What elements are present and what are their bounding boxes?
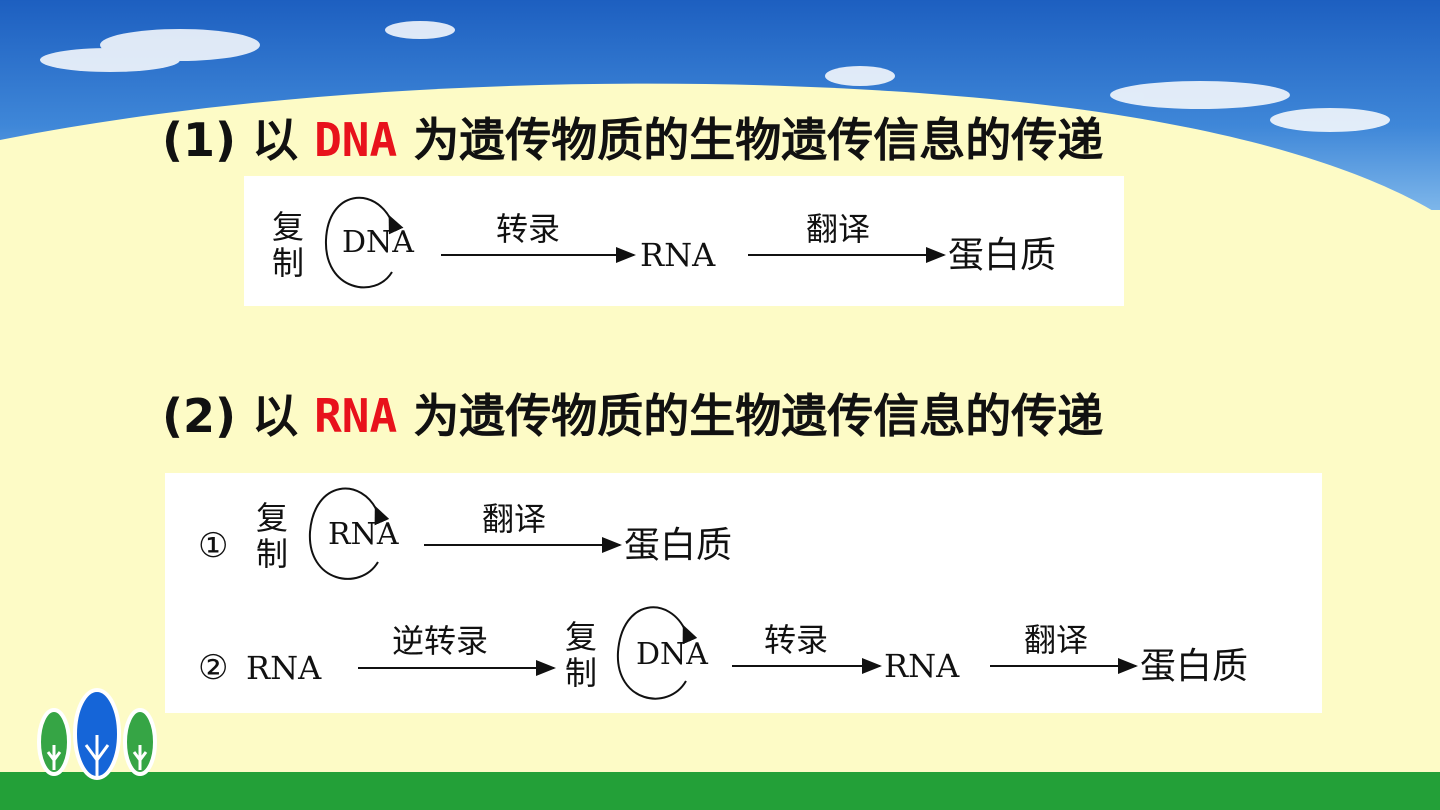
- step-translation-label: 翻译: [806, 210, 870, 248]
- heading-suffix: 为遗传物质的生物遗传信息的传递: [397, 113, 1104, 167]
- replication-label-top: 复: [272, 208, 304, 246]
- heading-dna-transfer: (1) 以 DNA 为遗传物质的生物遗传信息的传递: [162, 104, 1103, 170]
- node-rna: RNA: [884, 647, 960, 685]
- diagram1: 复 制 DNA 转录 RNA 翻译 蛋白质: [272, 196, 1056, 289]
- replication-loop-arrow: [616, 606, 698, 700]
- replication-loop-arrow: [308, 487, 390, 580]
- heading-suffix: 为遗传物质的生物遗传信息的传递: [397, 389, 1104, 443]
- replication-label-bottom: 制: [565, 654, 597, 692]
- row-number: ①: [198, 526, 228, 566]
- heading-prefix: (1) 以: [162, 113, 315, 167]
- step-translation-label: 翻译: [1024, 621, 1088, 659]
- step-translation-label: 翻译: [482, 500, 546, 538]
- node-protein: 蛋白质: [624, 525, 732, 566]
- diagram2-row2: ② RNA 逆转录 复 制 DNA 转录 RNA 翻译 蛋白质: [198, 606, 1248, 700]
- node-dna: DNA: [636, 637, 708, 672]
- node-rna: RNA: [640, 236, 716, 274]
- heading-rna-transfer: (2) 以 RNA 为遗传物质的生物遗传信息的传递: [162, 380, 1103, 446]
- row-number: ②: [198, 648, 228, 688]
- step-transcription-label: 转录: [496, 210, 560, 248]
- replication-label-bottom: 制: [256, 535, 288, 573]
- heading-highlight: DNA: [314, 113, 398, 167]
- tree-logo-icon: [37, 688, 157, 780]
- node-rna-start: RNA: [246, 649, 322, 687]
- clouds: [40, 21, 1390, 132]
- replication-label-top: 复: [565, 618, 597, 656]
- node-rna: RNA: [328, 517, 399, 552]
- step-transcription-label: 转录: [764, 621, 828, 659]
- diagram2-row1: ① 复 制 RNA 翻译 蛋白质: [198, 487, 732, 580]
- replication-label-bottom: 制: [272, 244, 304, 282]
- replication-label-top: 复: [256, 499, 288, 537]
- grass-strip: [0, 772, 1440, 810]
- node-protein: 蛋白质: [1140, 646, 1248, 687]
- heading-prefix: (2) 以: [162, 389, 315, 443]
- node-protein: 蛋白质: [948, 235, 1056, 276]
- step-reverse-transcription-label: 逆转录: [392, 622, 488, 660]
- node-dna: DNA: [342, 225, 414, 260]
- heading-highlight: RNA: [314, 389, 398, 443]
- replication-loop-arrow: [324, 196, 404, 289]
- diagram-dna-box: [244, 176, 1124, 306]
